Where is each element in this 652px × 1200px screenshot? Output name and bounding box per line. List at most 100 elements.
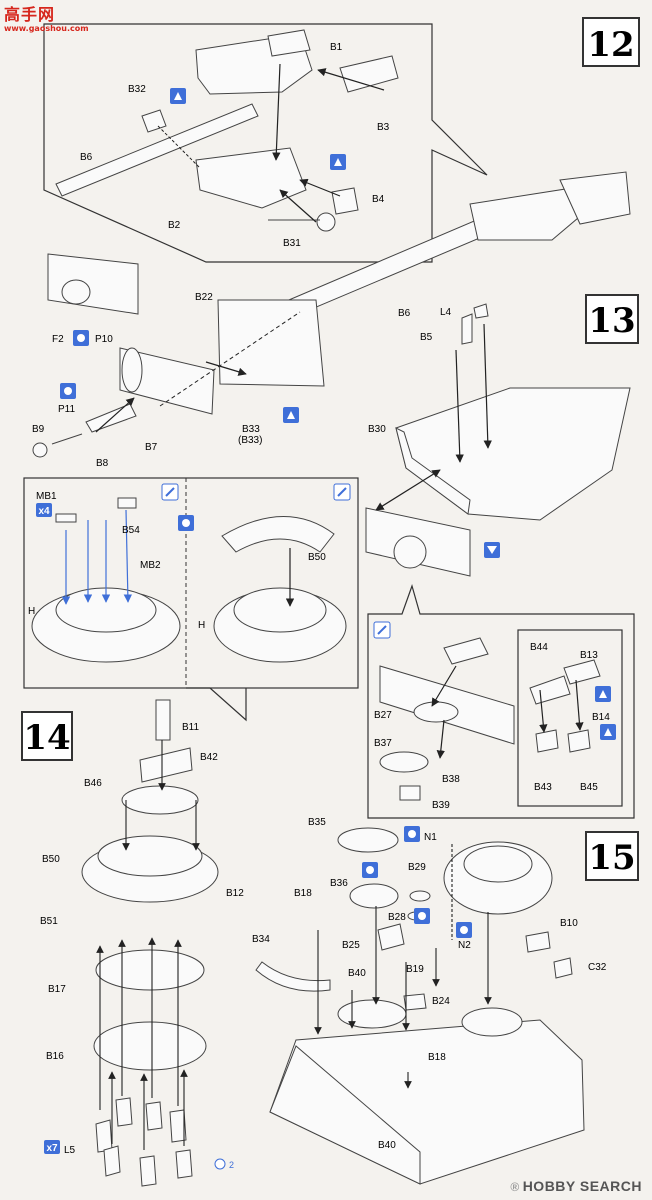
main-barrel-assembly xyxy=(32,171,631,458)
label-B19: B19 xyxy=(406,964,424,975)
label-B6: B6 xyxy=(80,152,93,163)
label-B33-paren: (B33) xyxy=(238,435,262,446)
paint-icon xyxy=(333,483,351,501)
glue-icon xyxy=(600,724,616,740)
label-B31: B31 xyxy=(283,238,301,249)
label-MB1: MB1 xyxy=(36,491,57,502)
step-15: 15 B35 N1 xyxy=(252,817,639,1185)
svg-text:x7: x7 xyxy=(46,1143,58,1154)
step-number-box-15 xyxy=(585,831,639,881)
callout-frame-12 xyxy=(43,23,488,263)
glue-icon xyxy=(330,154,346,170)
label-B30: B30 xyxy=(368,424,386,435)
option-icon xyxy=(73,330,89,346)
label-B40-bottom: B40 xyxy=(378,1140,396,1151)
label-P11: P11 xyxy=(58,404,75,415)
step-number-box-14 xyxy=(21,711,73,761)
step-13: 13 L4 B5 B30 xyxy=(365,294,639,577)
label-B6-main: B6 xyxy=(398,308,411,319)
label-B50-callout: B50 xyxy=(308,552,326,563)
step-number-14: 14 xyxy=(23,718,70,758)
label-B35: B35 xyxy=(308,817,326,828)
label-B3: B3 xyxy=(377,122,390,133)
label-B12: B12 xyxy=(226,888,244,899)
step-number-box-13 xyxy=(585,294,639,344)
label-B2: B2 xyxy=(168,220,181,231)
option-icon xyxy=(362,862,378,878)
label-B34: B34 xyxy=(252,934,270,945)
label-B38: B38 xyxy=(442,774,460,785)
label-B50: B50 xyxy=(42,854,60,865)
label-B11: B11 xyxy=(182,722,199,733)
label-B1: B1 xyxy=(330,42,343,53)
label-F2: F2 xyxy=(52,334,64,345)
label-B8: B8 xyxy=(96,458,109,469)
option-icon xyxy=(414,908,430,924)
site-watermark-logo: 高手网 www.gaoshou.com xyxy=(4,5,89,44)
step-number-13: 13 xyxy=(588,301,635,341)
label-B42: B42 xyxy=(200,752,218,763)
hatch-callout: MB1 x4 B54 MB2 H B50 H xyxy=(23,477,359,722)
label-P10: P10 xyxy=(95,334,113,345)
label-B7: B7 xyxy=(145,442,158,453)
barrel-inset xyxy=(55,29,399,232)
label-B9: B9 xyxy=(32,424,45,435)
label-N2: N2 xyxy=(458,940,471,951)
label-MB2: MB2 xyxy=(140,560,161,571)
label-B54: B54 xyxy=(122,525,140,536)
label-B22: B22 xyxy=(195,292,213,303)
hobby-search-brand: ®HOBBY SEARCH xyxy=(510,1178,642,1194)
label-B13: B13 xyxy=(580,650,598,661)
label-B37: B37 xyxy=(374,738,392,749)
glue-icon xyxy=(170,88,186,104)
step-number-box-12 xyxy=(582,17,640,67)
label-B24: B24 xyxy=(432,996,450,1007)
label-B36: B36 xyxy=(330,878,348,889)
label-H-2: H xyxy=(198,620,205,631)
option-icon xyxy=(404,826,420,842)
glue-icon xyxy=(595,686,611,702)
watermark-url: www.gaoshou.com xyxy=(4,24,89,33)
label-B27: B27 xyxy=(374,710,392,721)
step-number-12: 12 xyxy=(587,25,634,65)
label-C32: C32 xyxy=(588,962,607,973)
label-B18-bottom: B18 xyxy=(428,1052,446,1063)
label-B39: B39 xyxy=(432,800,450,811)
step-12: 12 B1 B3 B32 B6 B2 B4 B31 xyxy=(43,17,640,263)
label-B29: B29 xyxy=(408,862,426,873)
label-B10: B10 xyxy=(560,918,578,929)
watermark-chars: 高手网 xyxy=(4,5,56,24)
label-B16: B16 xyxy=(46,1051,64,1062)
periscope-callout: B27 B37 B38 B39 B44 B13 B14 B43 B45 xyxy=(367,584,635,819)
label-B45: B45 xyxy=(580,782,598,793)
label-B17: B17 xyxy=(48,984,66,995)
label-B46: B46 xyxy=(84,778,102,789)
label-B5: B5 xyxy=(420,332,433,343)
option-icon: 2 xyxy=(214,1158,234,1170)
hobby-search-text: HOBBY SEARCH xyxy=(522,1178,642,1194)
label-B28: B28 xyxy=(388,912,406,923)
label-H-1: H xyxy=(28,606,35,617)
label-B33: B33 xyxy=(242,424,260,435)
svg-text:2: 2 xyxy=(229,1160,234,1170)
label-B43: B43 xyxy=(534,782,552,793)
quantity-badge-x4: x4 xyxy=(36,503,52,517)
registered-mark: ® xyxy=(510,1180,520,1194)
label-B14: B14 xyxy=(592,712,610,723)
svg-text:x4: x4 xyxy=(38,506,50,517)
hull-plate xyxy=(365,303,631,577)
paint-icon xyxy=(373,621,391,639)
label-L5: L5 xyxy=(64,1145,76,1156)
glue-icon xyxy=(283,407,299,423)
bend-icon xyxy=(484,542,500,558)
option-icon xyxy=(456,922,472,938)
label-B18-top: B18 xyxy=(294,888,312,899)
label-L4: L4 xyxy=(440,307,452,318)
step-number-15: 15 xyxy=(588,838,635,878)
option-icon xyxy=(178,515,194,531)
step-14: 14 B11 xyxy=(21,699,244,1187)
quantity-badge-x7: x7 xyxy=(44,1140,60,1154)
label-B44: B44 xyxy=(530,642,548,653)
label-B32: B32 xyxy=(128,84,146,95)
